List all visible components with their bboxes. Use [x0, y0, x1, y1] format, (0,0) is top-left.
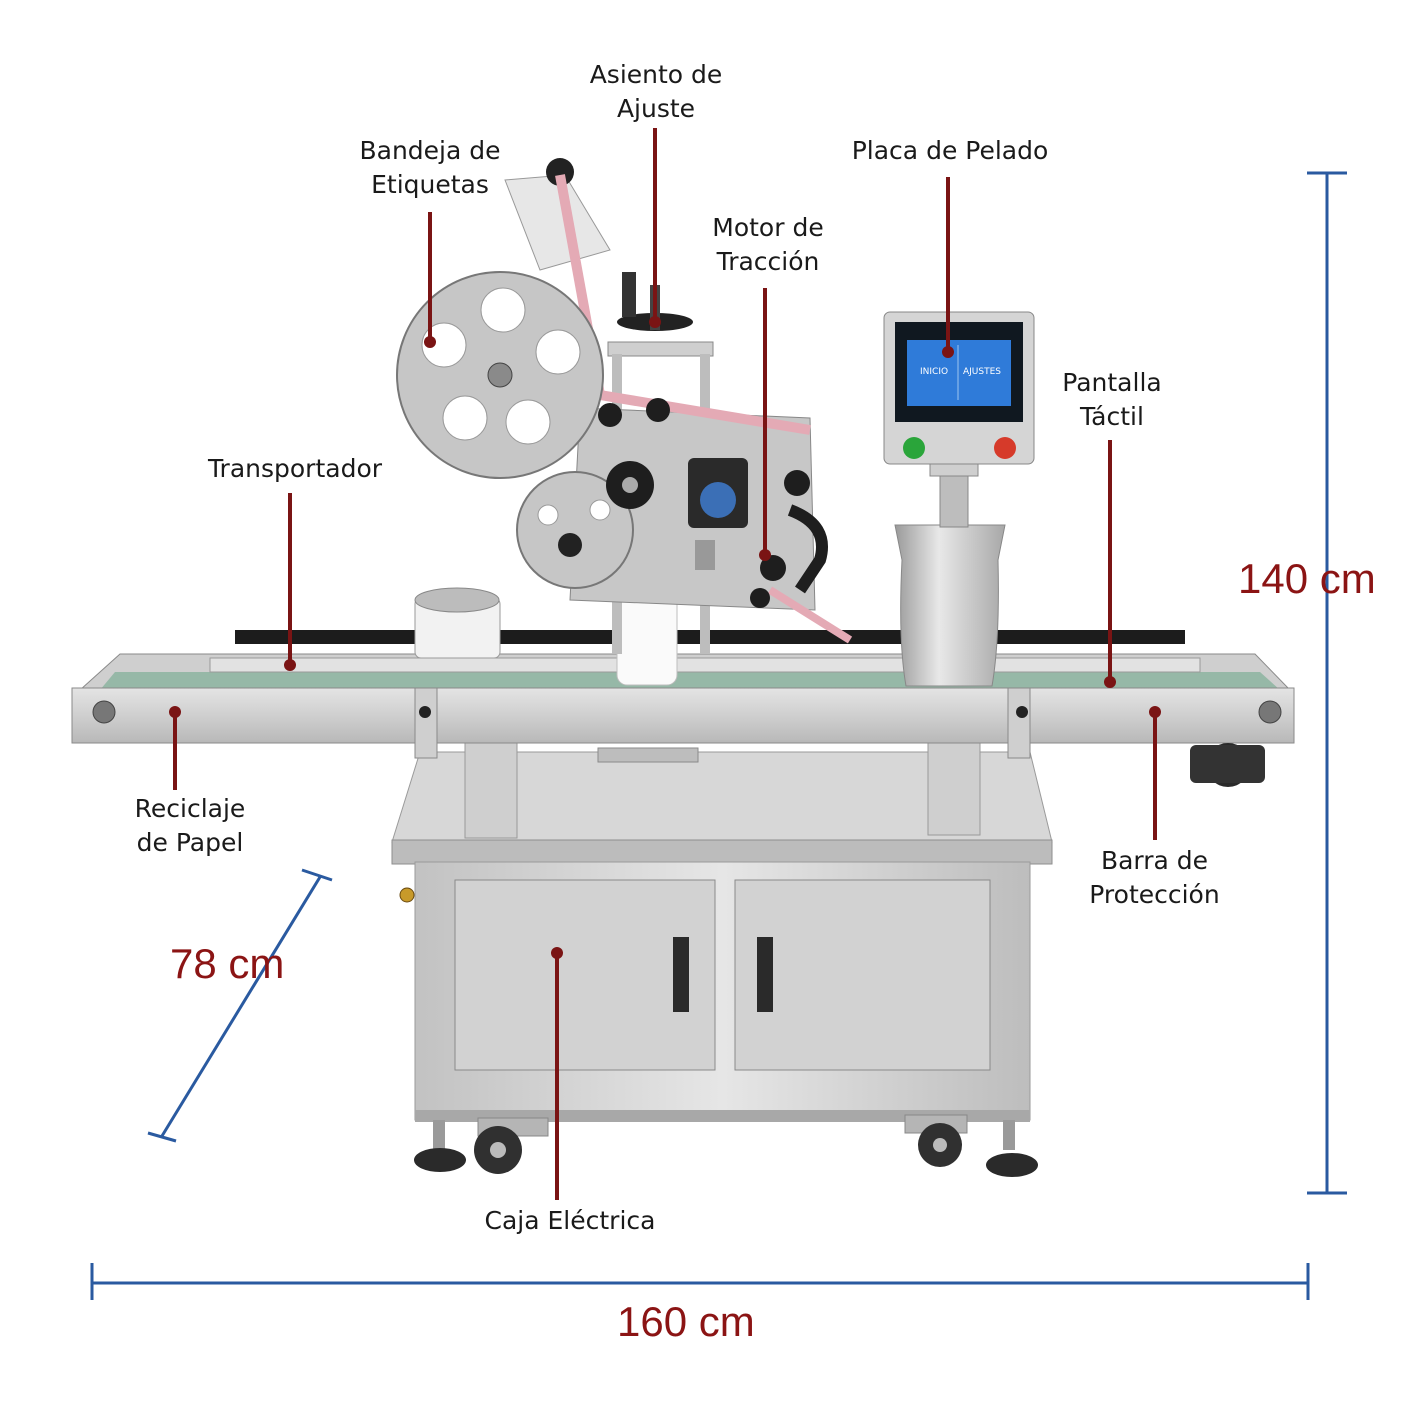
label-reciclaje-de-papel: Reciclaje de Papel [100, 792, 280, 860]
touch-screen-unit [883, 311, 1035, 528]
label-barra-de-proteccion: Barra de Protección [1062, 844, 1247, 912]
screen-ajustes-label[interactable]: AJUSTES [963, 367, 1002, 377]
emergency-stop-button[interactable] [994, 437, 1016, 459]
label-line: Motor de [712, 213, 824, 242]
label-line: Caja Eléctrica [484, 1206, 656, 1235]
label-placa-de-pelado: Placa de Pelado [840, 134, 1060, 168]
cabinet-door-left[interactable] [454, 879, 716, 1071]
label-line: de Papel [136, 828, 244, 857]
leader-lines [169, 128, 1161, 1200]
labeling-head [396, 158, 853, 654]
label-asiento-de-ajuste: Asiento de Ajuste [556, 58, 756, 126]
label-caja-electrica: Caja Eléctrica [470, 1204, 670, 1238]
label-line: Pantalla [1062, 368, 1162, 397]
cabinet-door-right[interactable] [734, 879, 991, 1071]
label-line: Asiento de [589, 60, 723, 89]
feet [414, 1114, 1038, 1177]
door-handle-left[interactable] [673, 937, 689, 1012]
label-line: Tracción [716, 247, 820, 276]
cabinet [391, 724, 1053, 1122]
label-transportador: Transportador [190, 452, 400, 486]
label-line: Reciclaje [134, 794, 246, 823]
screen-inicio-label[interactable]: INICIO [920, 367, 949, 377]
touch-screen-display[interactable] [907, 340, 1011, 406]
label-line: Barra de [1100, 846, 1209, 875]
label-bandeja-de-etiquetas: Bandeja de Etiquetas [330, 134, 530, 202]
label-line: Ajuste [616, 94, 696, 123]
label-line: Transportador [207, 454, 383, 483]
door-handle-right[interactable] [757, 937, 773, 1012]
label-line: Placa de Pelado [851, 136, 1049, 165]
label-motor-de-traccion: Motor de Tracción [668, 211, 868, 279]
dimension-lines [90, 171, 1347, 1300]
products [414, 524, 1006, 687]
label-pantalla-tactil: Pantalla Táctil [1022, 366, 1202, 434]
dimension-height: 140 cm [1238, 555, 1376, 602]
start-button[interactable] [903, 437, 925, 459]
label-line: Protección [1089, 880, 1220, 909]
label-line: Etiquetas [371, 170, 489, 199]
dimension-width: 160 cm [617, 1298, 755, 1345]
dimension-depth: 78 cm [170, 940, 285, 987]
label-line: Táctil [1080, 402, 1144, 431]
label-line: Bandeja de [359, 136, 501, 165]
